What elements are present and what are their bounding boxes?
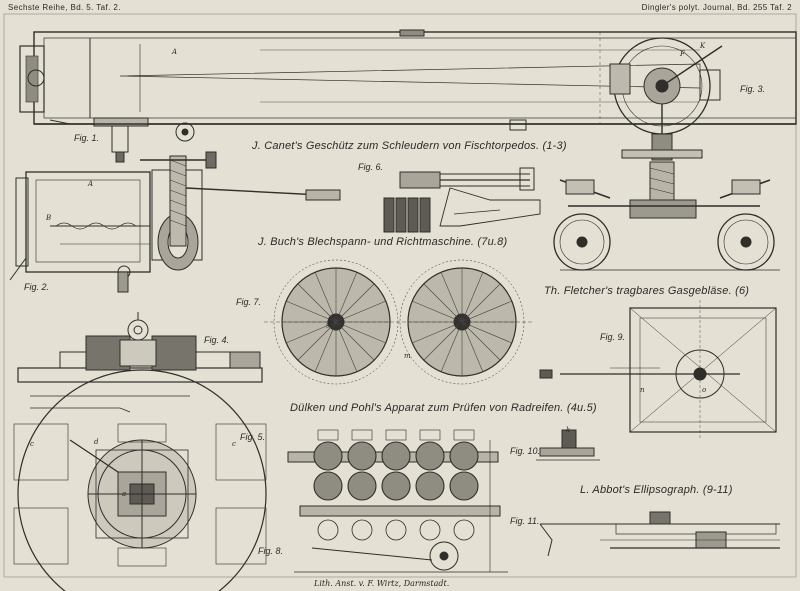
fig7-twin-rollers xyxy=(264,259,534,385)
title-canet: J. Canet's Geschütz zum Schleudern von F… xyxy=(252,140,567,152)
svg-text:c: c xyxy=(232,440,236,448)
title-duelken: Dülken und Pohl's Apparat zum Prüfen von… xyxy=(290,402,597,414)
fig-label-8: Fig. 8. xyxy=(258,546,284,556)
fig-label-7: Fig. 7. xyxy=(236,297,262,307)
fig-label-4: Fig. 4. xyxy=(204,335,230,345)
svg-text:k: k xyxy=(566,426,570,434)
fig-label-3: Fig. 3. xyxy=(740,84,766,94)
fig8-roll-bank xyxy=(287,429,508,573)
fig-label-10: Fig. 10. xyxy=(510,446,541,456)
svg-text:c: c xyxy=(30,440,34,448)
fig-label-2: Fig. 2. xyxy=(24,282,50,292)
fig2-elevation-mount xyxy=(140,151,341,271)
plate-journal-label: Dingler's polyt. Journal, Bd. 255 Taf. 2 xyxy=(641,3,792,12)
title-buch: J. Buch's Blechspann- und Richtmaschine.… xyxy=(258,236,508,248)
fig10-pivot-detail xyxy=(536,429,600,461)
fig5-tire-tester-plan xyxy=(13,369,267,591)
svg-text:m: m xyxy=(404,352,411,360)
svg-text:F: F xyxy=(679,50,686,58)
svg-text:K: K xyxy=(699,42,706,50)
svg-text:d: d xyxy=(94,438,99,446)
svg-text:B: B xyxy=(45,214,51,222)
svg-text:o: o xyxy=(702,386,706,394)
fig-label-9: Fig. 9. xyxy=(600,332,626,342)
title-abbot: L. Abbot's Ellipsograph. (9-11) xyxy=(580,484,733,496)
fig9-ellipsograph-plan xyxy=(539,300,777,440)
svg-text:g: g xyxy=(326,320,331,328)
svg-text:n: n xyxy=(640,386,645,394)
plate-series-label: Sechste Reihe, Bd. 5. Taf. 2. xyxy=(8,3,121,12)
fig1-canet-gun xyxy=(19,29,797,163)
fig6-gas-torch xyxy=(383,167,541,233)
lithographer-imprint: Lith. Anst. v. F. Wirtz, Darmstadt. xyxy=(314,579,450,588)
fig2-breech-detail xyxy=(9,171,151,293)
fig11-ellipsograph-elevation xyxy=(539,511,780,557)
svg-text:A: A xyxy=(87,180,93,188)
drawing-reference-letters: A A B K Fg g m d a c c o n k xyxy=(30,42,706,498)
fig-label-5: Fig. 5. xyxy=(240,432,266,442)
svg-text:A: A xyxy=(171,48,177,56)
svg-text:a: a xyxy=(122,490,126,498)
fig-label-1: Fig. 1. xyxy=(74,133,100,143)
fig4-tire-tester-section xyxy=(17,312,263,413)
fig3-fletcher-blower-top xyxy=(609,37,723,161)
svg-text:g: g xyxy=(458,320,463,328)
fig-label-11: Fig. 11. xyxy=(510,516,540,526)
fig3-fletcher-blower-cart xyxy=(553,161,780,271)
fig-label-6: Fig. 6. xyxy=(358,162,384,172)
title-fletcher: Th. Fletcher's tragbares Gasgebläse. (6) xyxy=(544,285,750,297)
